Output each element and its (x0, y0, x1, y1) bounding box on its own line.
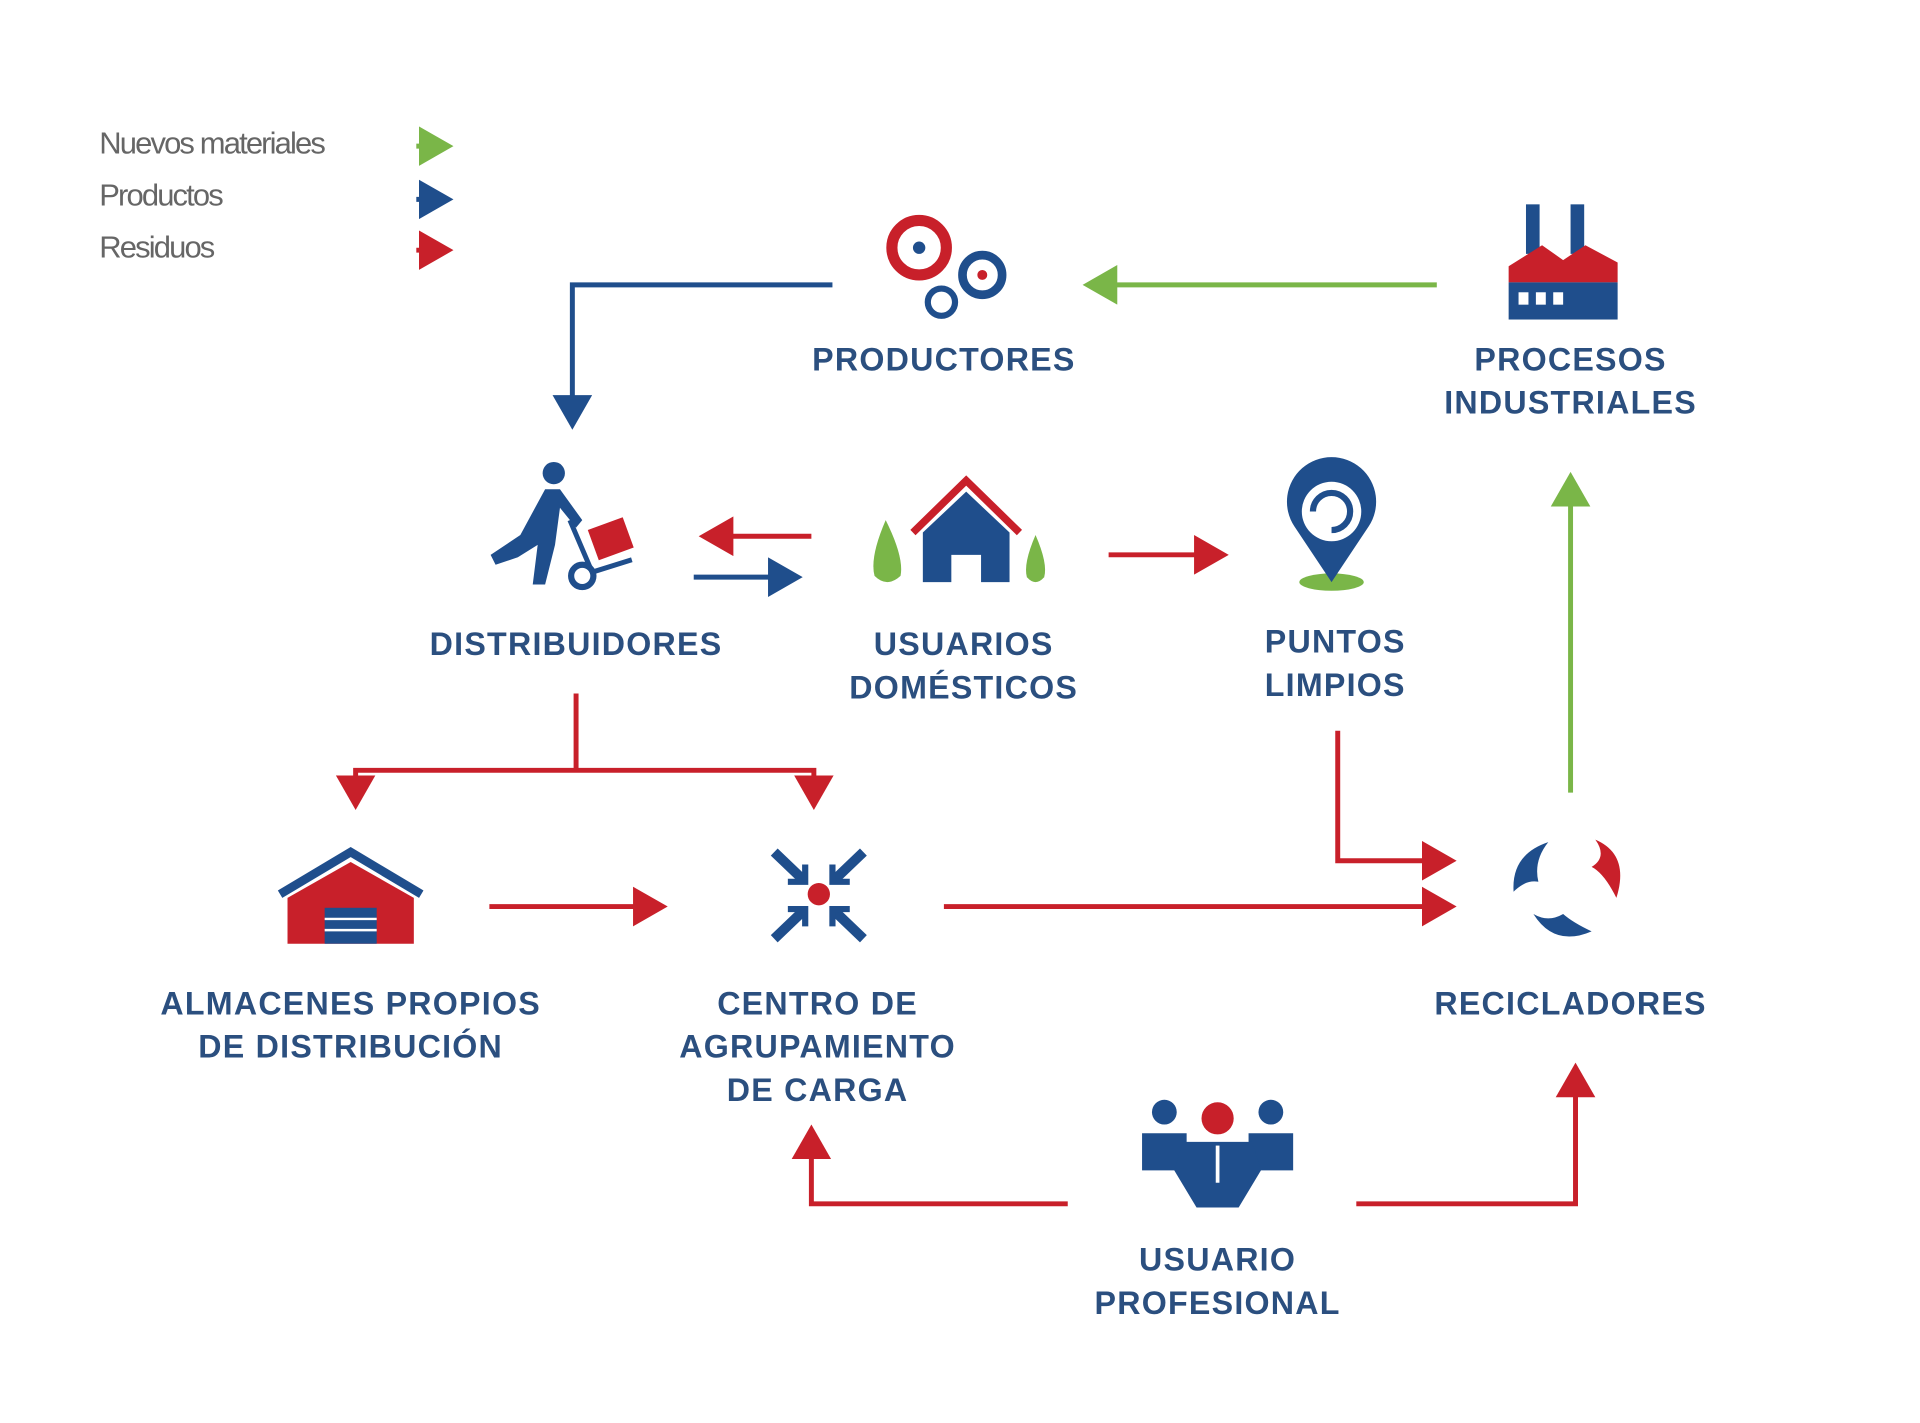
legend: Nuevos materiales Productos Residuos (99, 126, 454, 270)
label-usuarios-2: DOMÉSTICOS (849, 669, 1078, 705)
legend-label-nuevos-materiales: Nuevos materiales (99, 126, 325, 161)
label-centro-2: AGRUPAMIENTO (679, 1029, 956, 1065)
legend-label-residuos: Residuos (99, 230, 215, 265)
node-puntos-limpios: PUNTOS LIMPIOS (1265, 624, 1406, 703)
label-recicladores: RECICLADORES (1434, 985, 1706, 1021)
legend-label-productos: Productos (99, 178, 223, 213)
label-productores: PRODUCTORES (812, 341, 1075, 377)
factory-icon (1508, 204, 1618, 320)
label-puntos-1: PUNTOS (1265, 624, 1406, 660)
recycle-pin-icon (1286, 457, 1377, 591)
gears-icon (886, 214, 1007, 319)
label-profesional-1: USUARIO (1139, 1242, 1296, 1278)
arrow-productores-distribuidores (552, 282, 833, 430)
node-usuario-profesional: USUARIO PROFESIONAL (1095, 1242, 1341, 1321)
label-puntos-2: LIMPIOS (1265, 667, 1406, 703)
label-distribuidores: DISTRIBUIDORES (430, 626, 723, 662)
node-productores: PRODUCTORES (812, 341, 1075, 377)
node-usuarios-domesticos: USUARIOS DOMÉSTICOS (849, 626, 1078, 705)
node-recicladores: RECICLADORES (1434, 985, 1706, 1021)
label-centro-3: DE CARGA (727, 1072, 909, 1108)
arrow-profesional-centro (791, 1124, 1068, 1207)
label-almacenes-2: DE DISTRIBUCIÓN (198, 1029, 503, 1065)
converge-arrows-icon (770, 848, 867, 943)
arrow-split-line (353, 767, 817, 806)
label-procesos-2: INDUSTRIALES (1444, 385, 1697, 421)
arrow-profesional-recicladores (1356, 1062, 1596, 1207)
house-icon (873, 475, 1046, 583)
arrow-puntos-recicladores (1335, 730, 1457, 881)
label-almacenes-1: ALMACENES PROPIOS (160, 985, 541, 1021)
node-centro-agrupamiento: CENTRO DE AGRUPAMIENTO DE CARGA (679, 985, 956, 1108)
business-people-icon (1142, 1099, 1294, 1208)
hand-truck-worker-icon (490, 461, 634, 591)
label-procesos-1: PROCESOS (1474, 341, 1666, 377)
warehouse-icon (277, 847, 424, 944)
node-distribuidores: DISTRIBUIDORES (430, 626, 723, 662)
connectors (335, 265, 1596, 1207)
label-centro-1: CENTRO DE (717, 985, 918, 1021)
label-usuarios-1: USUARIOS (874, 626, 1054, 662)
label-profesional-2: PROFESIONAL (1095, 1285, 1341, 1321)
node-procesos-industriales: PROCESOS INDUSTRIALES (1444, 341, 1697, 421)
recycle-leaves-icon (1513, 839, 1621, 937)
node-almacenes: ALMACENES PROPIOS DE DISTRIBUCIÓN (160, 985, 541, 1065)
